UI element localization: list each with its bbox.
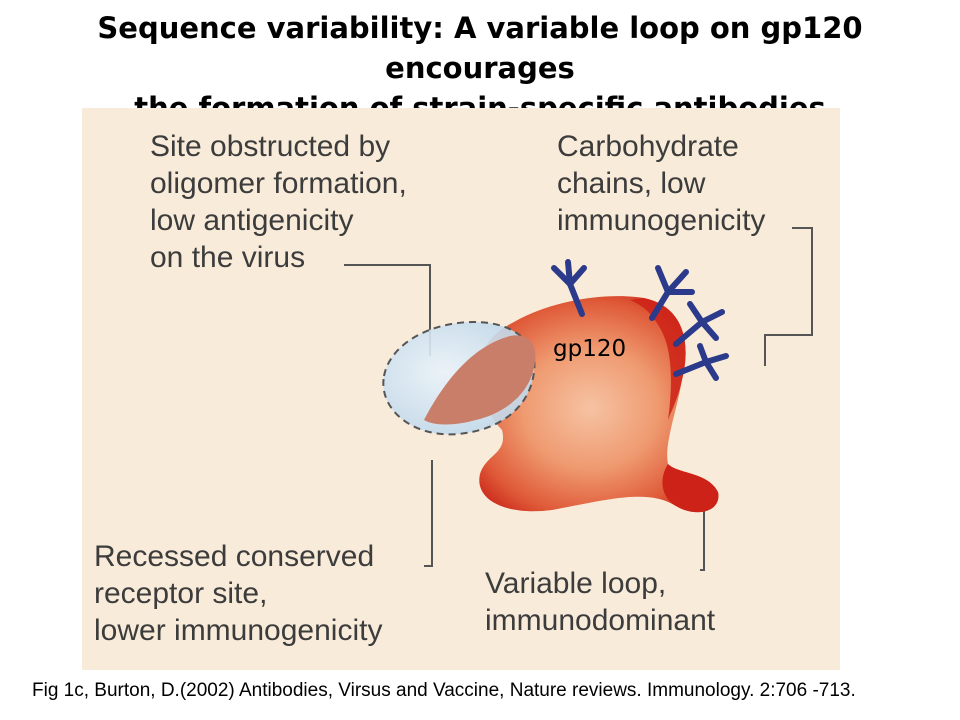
carbohydrate-chain-4: [673, 343, 729, 381]
gp120-label: gp120: [553, 336, 627, 362]
callout-recessed-line-1: Recessed conserved: [94, 540, 375, 573]
gp120-rim: [630, 298, 686, 420]
callout-obstructed-line-2: oligomer formation,: [150, 167, 407, 200]
callout-recessed-receptor-site: Recessed conserved receptor site, lower …: [94, 538, 382, 649]
callout-obstructed-site: Site obstructed by oligomer formation, l…: [150, 128, 407, 276]
leader-line-variable: [700, 503, 705, 571]
leader-line-carbohydrate: [764, 227, 813, 366]
callout-variable-line-1: Variable loop,: [485, 567, 667, 600]
gp120-diagram: [82, 108, 840, 670]
callout-variable-line-2: immunodominant: [485, 604, 716, 637]
callout-obstructed-line-4: on the virus: [150, 241, 306, 274]
figure-citation: Fig 1c, Burton, D.(2002) Antibodies, Vir…: [32, 680, 856, 701]
callout-obstructed-line-1: Site obstructed by: [150, 130, 391, 163]
carbohydrate-chain-3: [673, 301, 725, 347]
gp120-figure: Site obstructed by oligomer formation, l…: [82, 108, 840, 670]
callout-variable-loop: Variable loop, immunodominant: [485, 565, 715, 639]
leader-line-recessed: [424, 460, 433, 567]
gp120-body: [476, 296, 719, 513]
leader-line-obstructed: [344, 264, 431, 356]
carbohydrate-chains: [551, 259, 729, 381]
callout-carbohydrate-line-2: chains, low: [557, 167, 706, 200]
carbohydrate-chain-1: [551, 259, 587, 317]
variable-loop: [662, 464, 719, 513]
callout-obstructed-line-3: low antigenicity: [150, 204, 354, 237]
slide-title-line-1: Sequence variability: A variable loop on…: [97, 11, 863, 85]
callout-recessed-line-2: receptor site,: [94, 577, 268, 610]
callout-carbohydrate-chains: Carbohydrate chains, low immunogenicity: [557, 128, 765, 239]
callout-recessed-line-3: lower immunogenicity: [94, 614, 383, 647]
carbohydrate-chain-2: [649, 265, 695, 321]
callout-carbohydrate-line-3: immunogenicity: [557, 204, 766, 237]
receptor-cleft: [424, 335, 536, 425]
callout-carbohydrate-line-1: Carbohydrate: [557, 130, 739, 163]
